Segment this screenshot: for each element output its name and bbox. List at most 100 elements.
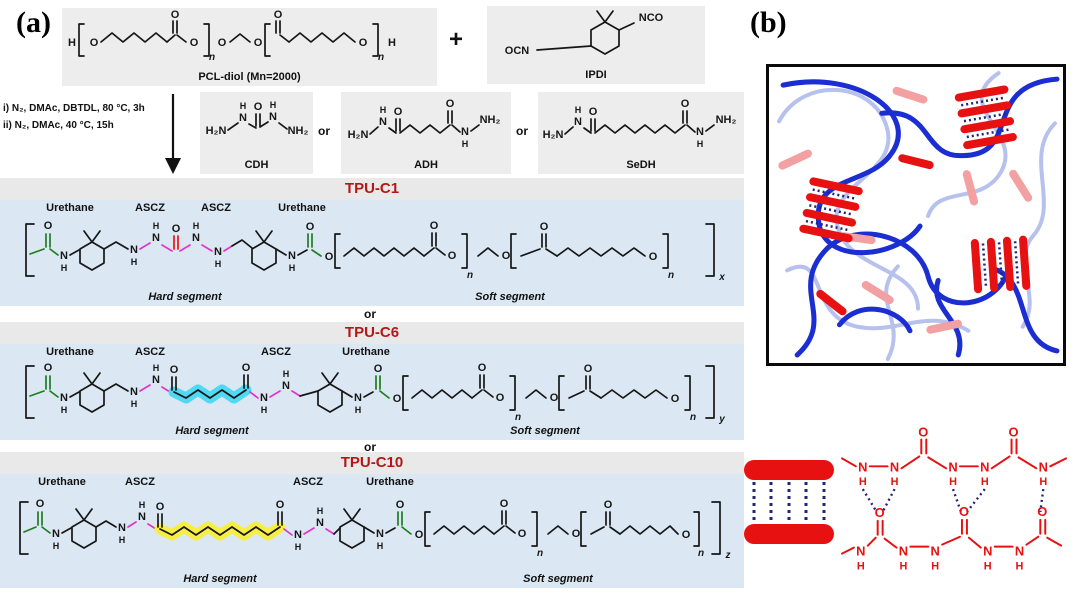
- ipdi-bonds: [536, 10, 635, 55]
- atom-ocn: OCN: [505, 45, 530, 57]
- pcl-atom-labels: H O O O n O O O O n H: [68, 9, 396, 63]
- atom-n: N: [130, 386, 138, 398]
- atom-n: N: [260, 392, 268, 404]
- adh-structure: H₂N N H O O N H NH₂: [348, 98, 501, 149]
- atom-n: N: [574, 116, 582, 128]
- atom-n: N: [294, 529, 302, 541]
- atom-o: O: [218, 37, 227, 49]
- atom-o: O: [171, 9, 180, 21]
- hbond-top-chain-bonds: [840, 438, 1068, 470]
- atom-o: O: [44, 220, 53, 232]
- atom-n: N: [152, 374, 160, 386]
- atom-o: O: [518, 528, 527, 540]
- sedh-bonds: [564, 110, 715, 135]
- atom-h: H: [891, 476, 899, 488]
- atom-o: O: [430, 220, 439, 232]
- tpu-c6-bonds: [25, 365, 715, 419]
- atom-h: H: [119, 535, 126, 545]
- atom-n: N: [118, 522, 126, 534]
- hard-domain-stacks: [797, 83, 1032, 295]
- atom-n: N: [52, 528, 60, 540]
- urethane-label: Urethane: [46, 202, 94, 214]
- ipdi-atom-labels: OCN NCO: [505, 12, 664, 57]
- sedh-caption: SeDH: [626, 159, 656, 171]
- atom-h: H: [261, 405, 268, 415]
- subscript-n: n: [467, 270, 473, 281]
- atom-h: H: [317, 506, 324, 516]
- polymer-network-illustration: [777, 71, 1060, 361]
- atom-h: H: [215, 259, 222, 269]
- atom-n: N: [948, 459, 957, 474]
- subscript-n: n: [537, 548, 543, 559]
- pcl-diol-structure: H O O O n O O O O n H: [68, 9, 396, 63]
- atom-n: N: [856, 544, 865, 559]
- atom-h: H: [153, 363, 160, 373]
- sedh-atom-labels: H₂N N H O O N H NH₂: [543, 98, 737, 149]
- atom-nco: NCO: [639, 12, 664, 24]
- atom-n: N: [60, 392, 68, 404]
- atom-o: O: [918, 425, 928, 440]
- or-separator-4: or: [364, 440, 376, 454]
- atom-o: O: [276, 499, 285, 511]
- atom-n: N: [60, 250, 68, 262]
- atom-n: N: [354, 392, 362, 404]
- atom-o: O: [44, 362, 53, 374]
- hard-segment-label: Hard segment: [175, 425, 249, 437]
- atom-o: O: [682, 529, 691, 541]
- atom-n: N: [931, 544, 940, 559]
- cdh-bonds: [227, 113, 288, 131]
- atom-h2n: H₂N: [348, 129, 369, 141]
- cdh-caption: CDH: [244, 159, 269, 171]
- atom-n: N: [239, 112, 247, 124]
- ascz-label: ASCZ: [261, 346, 291, 358]
- atom-o: O: [190, 37, 199, 49]
- atom-h: H: [984, 560, 992, 572]
- subscript-n: n: [668, 270, 674, 281]
- atom-o: O: [415, 529, 424, 541]
- condition-line-2: ii) N₂, DMAc, 40 °C, 15h: [3, 120, 114, 131]
- atom-o: O: [254, 101, 263, 113]
- subscript-n: n: [209, 52, 215, 63]
- atom-o: O: [550, 392, 559, 404]
- atom-h: H: [240, 101, 247, 111]
- atom-o: O: [478, 362, 487, 374]
- tpu-c6-title: TPU-C6: [0, 322, 744, 344]
- atom-o: O: [172, 223, 181, 235]
- atom-o: O: [396, 499, 405, 511]
- tpu-c1-bonds: [25, 223, 715, 277]
- polymer-network-box: [766, 64, 1066, 366]
- atom-o: O: [1037, 504, 1047, 519]
- atom-n: N: [316, 517, 324, 529]
- atom-o: O: [359, 37, 368, 49]
- atom-h: H: [131, 257, 138, 267]
- atom-n: N: [376, 528, 384, 540]
- atom-n: N: [858, 459, 867, 474]
- atom-h: H: [68, 37, 76, 49]
- atom-n: N: [152, 232, 160, 244]
- atom-o: O: [959, 504, 969, 519]
- sedh-box: H₂N N H O O N H NH₂ SeDH: [538, 92, 744, 174]
- adh-atom-labels: H₂N N H O O N H NH₂: [348, 98, 501, 149]
- ipdi-caption: IPDI: [585, 69, 607, 81]
- atom-h: H: [949, 476, 957, 488]
- atom-n: N: [696, 126, 704, 138]
- urethane-label: Urethane: [342, 346, 390, 358]
- atom-n: N: [461, 126, 469, 138]
- soft-segment-label: Soft segment: [510, 425, 580, 437]
- subscript-n: n: [515, 412, 521, 423]
- atom-n: N: [192, 232, 200, 244]
- atom-o: O: [448, 250, 457, 262]
- atom-o: O: [325, 251, 334, 263]
- ascz-label: ASCZ: [293, 476, 323, 488]
- atom-h: H: [193, 221, 200, 231]
- atom-n: N: [138, 511, 146, 523]
- atom-h: H: [61, 405, 68, 415]
- atom-o: O: [446, 98, 455, 110]
- atom-n: N: [890, 459, 899, 474]
- atom-o: O: [572, 528, 581, 540]
- tpu-c1-title: TPU-C1: [0, 178, 744, 200]
- subscript-n: n: [690, 412, 696, 423]
- atom-o: O: [1009, 425, 1019, 440]
- atom-h: H: [131, 399, 138, 409]
